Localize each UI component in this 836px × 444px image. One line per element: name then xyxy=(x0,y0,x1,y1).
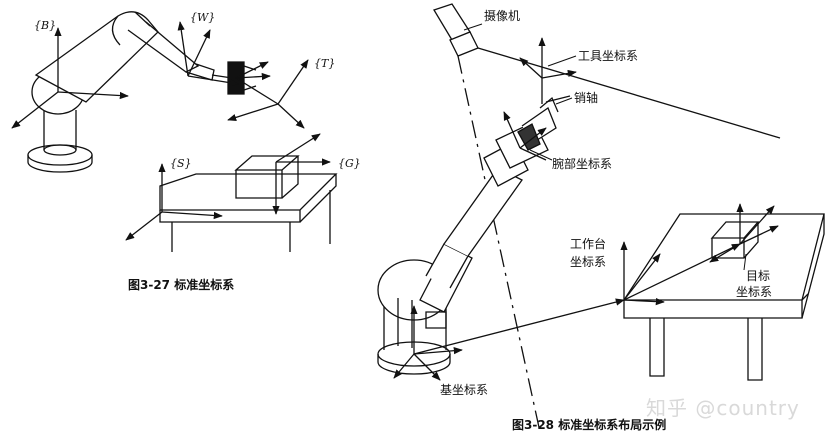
tool-frame-label: 工具坐标系 xyxy=(578,49,639,63)
frame-G-axes xyxy=(272,133,331,215)
station-frame-label-line1: 工作台 xyxy=(570,237,607,251)
watermark: 知乎 @country xyxy=(646,396,800,420)
base-frame-label: 基坐标系 xyxy=(440,383,489,397)
goal-frame-label-line2: 坐标系 xyxy=(736,285,773,299)
table-3-27 xyxy=(159,155,338,252)
table-3-28 xyxy=(622,213,825,381)
tool-axes xyxy=(235,61,279,105)
goal-frame-label-line1: 目标 xyxy=(746,269,771,283)
wrist-frame-axes xyxy=(503,111,547,161)
frame-B-axes xyxy=(11,27,129,129)
frame-W-label: {W} xyxy=(190,11,216,24)
figure-3-28 xyxy=(377,3,825,433)
tool-frame-axes xyxy=(519,37,577,104)
camera-label: 摄像机 xyxy=(484,9,521,23)
frame-T-axes xyxy=(227,59,309,129)
frame-B-label: {B} xyxy=(34,19,57,32)
robot-arm xyxy=(34,11,257,103)
frame-S-label: {S} xyxy=(170,157,192,170)
leader-lines xyxy=(463,23,747,271)
wrist-frame-label: 腕部坐标系 xyxy=(552,157,613,171)
figure-3-27 xyxy=(11,11,338,252)
station-frame-axes xyxy=(620,241,741,306)
figure-3-27-caption: 图3-27 标准坐标系 xyxy=(128,278,235,292)
base-frame-axes xyxy=(393,298,625,381)
pin-label: 销轴 xyxy=(574,91,599,105)
frame-G-label: {G} xyxy=(338,157,361,170)
figure-3-28-caption: 图3-28 标准坐标系布局示例 xyxy=(512,418,667,432)
frame-T-label: {T} xyxy=(314,57,336,70)
station-frame-label-line2: 坐标系 xyxy=(570,255,607,269)
frame-W-axes xyxy=(177,21,239,87)
frame-S-axes xyxy=(125,163,223,241)
robot-arm-3-28 xyxy=(419,96,559,329)
